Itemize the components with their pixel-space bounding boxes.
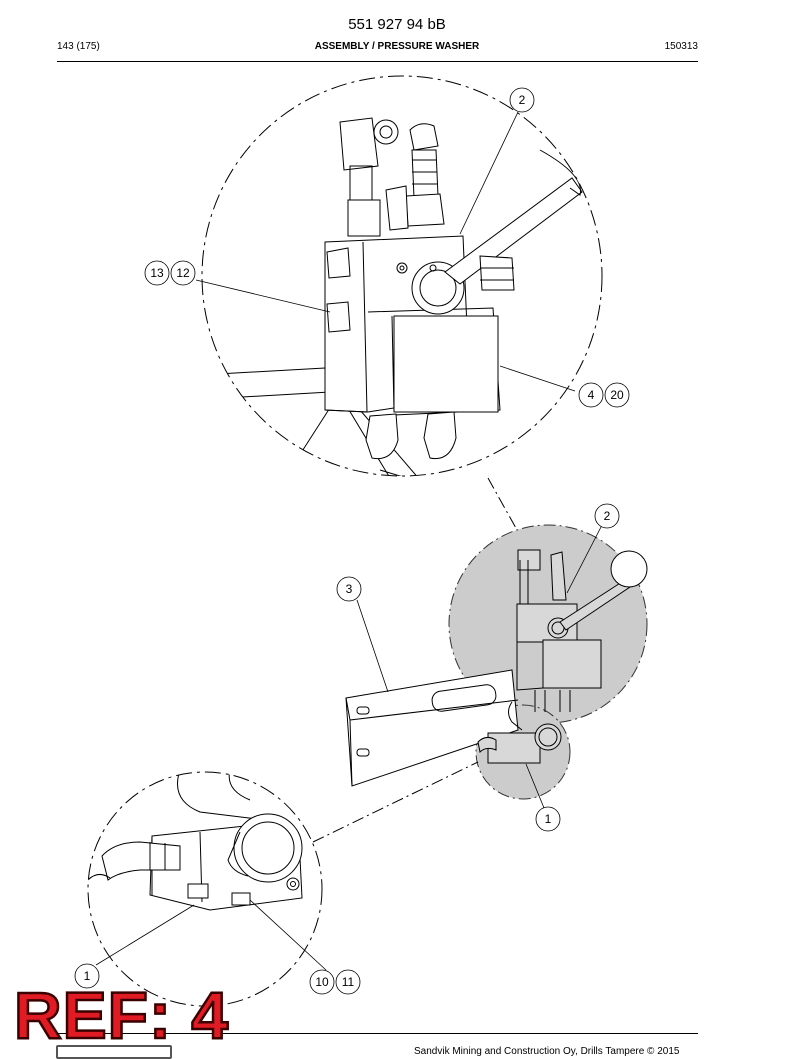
- svg-text:2: 2: [604, 509, 611, 523]
- date-code: 150313: [664, 41, 698, 52]
- svg-text:13: 13: [150, 266, 164, 280]
- header-rule: [57, 61, 698, 62]
- detail-leader-lines: [312, 477, 518, 843]
- callout-bottom-10: 10: [309, 969, 335, 995]
- bottom-detail: [87, 771, 323, 1007]
- main-view: [345, 524, 648, 800]
- svg-text:20: 20: [610, 388, 624, 402]
- callout-top-4: 4: [578, 382, 604, 408]
- top-detail: [201, 75, 603, 477]
- callout-bubbles: 2 13 12 4 20 2 3 1: [74, 87, 630, 995]
- callout-top-13: 13: [144, 260, 170, 286]
- callout-bottom-1: 1: [74, 963, 100, 989]
- callout-top-2: 2: [509, 87, 535, 113]
- svg-text:12: 12: [176, 266, 190, 280]
- page-number: 143 (175): [57, 41, 100, 52]
- svg-text:1: 1: [84, 969, 91, 983]
- ref-stamp: REF: 4: [13, 978, 230, 1052]
- svg-text:2: 2: [519, 93, 526, 107]
- document-number: 551 927 94 bB: [348, 16, 446, 33]
- callout-main-3: 3: [336, 576, 362, 602]
- callout-main-1: 1: [535, 806, 561, 832]
- svg-text:3: 3: [346, 582, 353, 596]
- top-lever: [444, 177, 583, 285]
- footer-rule: [57, 1033, 698, 1034]
- top-solenoid-coil: [393, 315, 499, 413]
- callout-main-2: 2: [594, 503, 620, 529]
- callout-top-12: 12: [170, 260, 196, 286]
- footer-copyright: Sandvik Mining and Construction Oy, Dril…: [414, 1046, 680, 1057]
- svg-text:1: 1: [545, 812, 552, 826]
- svg-text:4: 4: [588, 388, 595, 402]
- svg-text:11: 11: [342, 975, 355, 989]
- callout-bottom-11: 11: [335, 969, 361, 995]
- callout-leaders: [95, 111, 602, 971]
- page-title: ASSEMBLY / PRESSURE WASHER: [314, 41, 480, 52]
- callout-top-20: 20: [604, 382, 630, 408]
- svg-text:10: 10: [315, 975, 329, 989]
